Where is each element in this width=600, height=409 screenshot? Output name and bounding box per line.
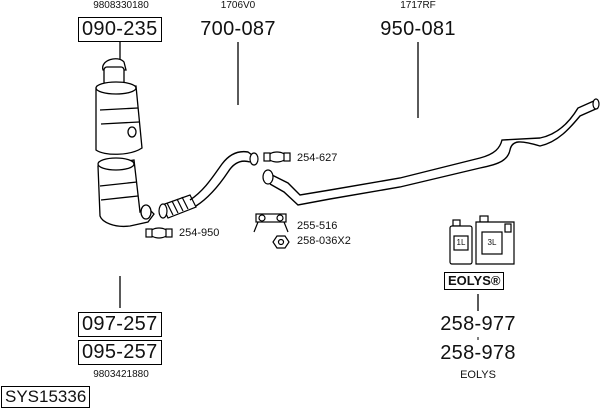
catalytic-converter-icon bbox=[95, 58, 143, 155]
additive-label: EOLYS bbox=[460, 369, 496, 381]
additive-can-large-icon bbox=[475, 215, 515, 265]
additive-part-number-1[interactable]: 258-977 bbox=[440, 313, 516, 335]
mid-pipe-part-number[interactable]: 700-087 bbox=[200, 18, 276, 40]
additive-part-number-2[interactable]: 258-978 bbox=[440, 342, 516, 364]
clamp-lower-icon bbox=[145, 227, 173, 239]
dpf-ref-label: 9803421880 bbox=[93, 369, 149, 380]
hanger-part-number[interactable]: 255-516 bbox=[297, 220, 338, 232]
particulate-filter-icon bbox=[97, 157, 155, 228]
nut-part-number[interactable]: 258-036X2 bbox=[297, 235, 351, 247]
additive-can-small-icon bbox=[449, 219, 473, 265]
additive-brand-label: EOLYS® bbox=[444, 272, 505, 290]
cat-ref-label: 9808330180 bbox=[93, 0, 149, 11]
cat-part-number[interactable]: 090-235 bbox=[78, 17, 162, 42]
hanger-icon bbox=[253, 213, 289, 233]
clamp-upper-part-number[interactable]: 254-627 bbox=[297, 152, 338, 164]
rear-pipe-end-icon bbox=[592, 98, 600, 110]
dpf-part-number-1[interactable]: 097-257 bbox=[78, 312, 162, 337]
can-small-volume: 1L bbox=[456, 238, 466, 247]
flex-pipe-icon bbox=[158, 194, 197, 219]
mid-pipe-icon bbox=[189, 150, 257, 207]
clamp-upper-icon bbox=[263, 151, 291, 163]
dpf-part-number-2[interactable]: 095-257 bbox=[78, 340, 162, 365]
can-large-volume: 3L bbox=[487, 238, 497, 247]
clamp-lower-part-number[interactable]: 254-950 bbox=[179, 227, 220, 239]
rear-pipe-icon bbox=[269, 99, 599, 206]
nut-icon bbox=[272, 235, 290, 249]
mid-pipe-ref-label: 1706V0 bbox=[220, 0, 256, 11]
system-code-label: SYS15336 bbox=[1, 386, 91, 408]
rear-pipe-part-number[interactable]: 950-081 bbox=[380, 18, 456, 40]
rear-pipe-ref-label: 1717RF bbox=[400, 0, 436, 11]
rear-pipe-front-icon bbox=[262, 169, 274, 185]
mid-pipe-end-icon bbox=[249, 152, 259, 166]
